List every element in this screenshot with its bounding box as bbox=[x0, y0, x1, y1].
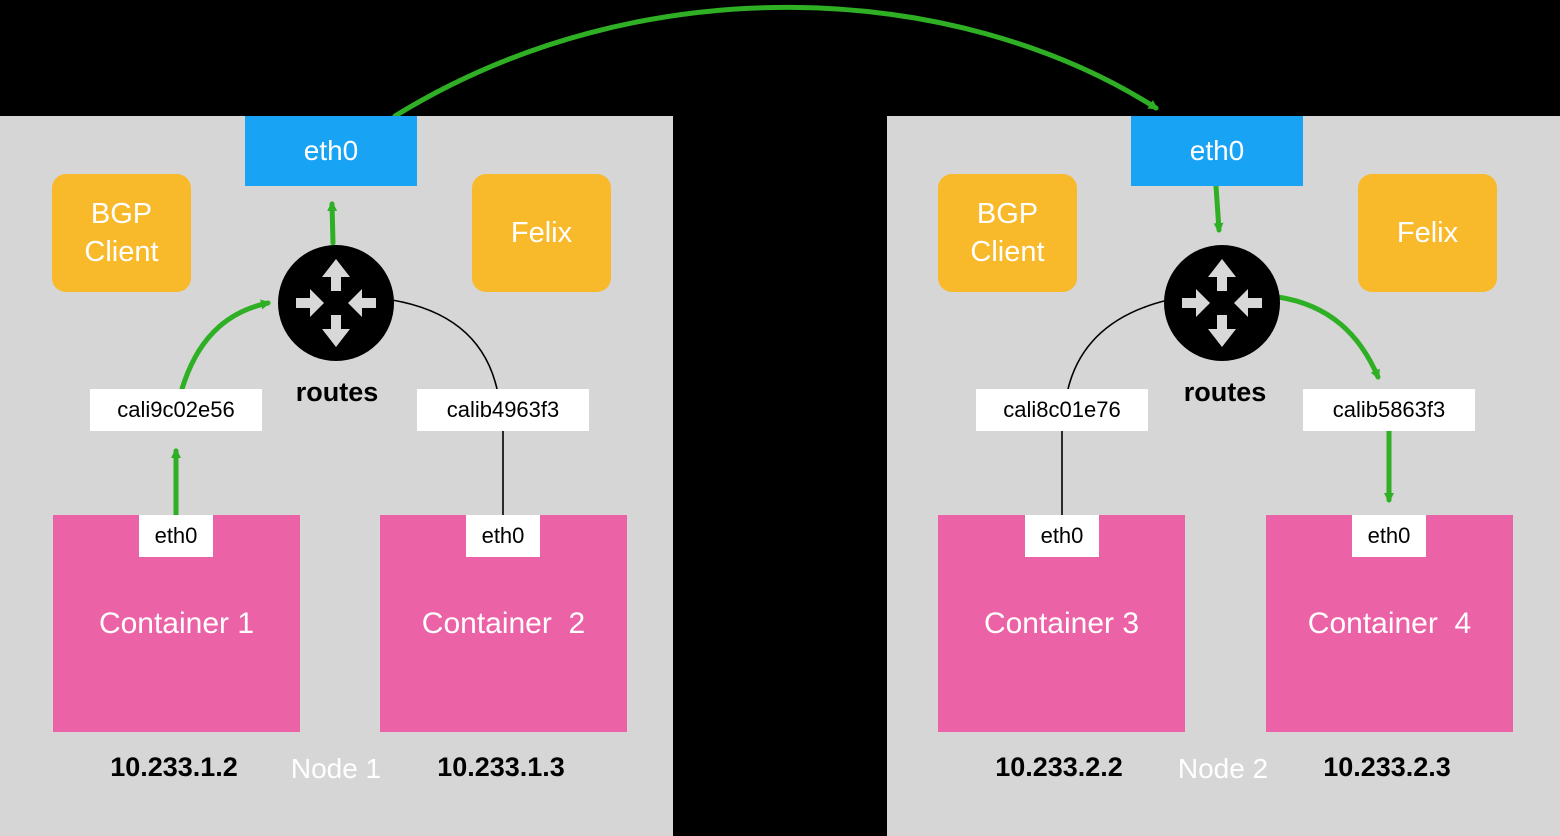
path-router2-to-calib5863f3 bbox=[1275, 294, 1381, 380]
path-node1-eth0-to-node2-eth0 bbox=[392, 4, 1159, 119]
container-1-eth0: eth0 bbox=[139, 515, 213, 557]
path-cali9c02e56-to-router1 bbox=[179, 299, 271, 392]
container-2-name: Container 2 bbox=[421, 606, 586, 640]
container-2-eth0: eth0 bbox=[466, 515, 540, 557]
node1-host-eth0: eth0 bbox=[245, 116, 417, 186]
container-2-ip: 10.233.1.3 bbox=[437, 751, 565, 782]
router-icon bbox=[278, 245, 394, 361]
node2-iface-calib5863f3: calib5863f3 bbox=[1303, 389, 1475, 431]
container-1-name: Container 1 bbox=[98, 606, 255, 640]
container-3-ip: 10.233.2.2 bbox=[995, 751, 1123, 782]
node2-felix: Felix bbox=[1358, 174, 1497, 292]
container-4-eth0: eth0 bbox=[1352, 515, 1426, 557]
node1-routes-label: routes bbox=[295, 376, 379, 407]
container-3-name: Container 3 bbox=[983, 606, 1140, 640]
node1-bgp-client: BGP Client bbox=[52, 174, 191, 292]
node-1-label: Node 1 bbox=[290, 753, 382, 784]
container-1-ip: 10.233.1.2 bbox=[110, 751, 238, 782]
path-node2-eth0-to-router2 bbox=[1213, 183, 1224, 233]
link-router1-calib4963f3 bbox=[391, 299, 498, 390]
node-2-label: Node 2 bbox=[1177, 753, 1269, 784]
container-3-eth0: eth0 bbox=[1025, 515, 1099, 557]
node2-host-eth0: eth0 bbox=[1131, 116, 1303, 186]
container-4-name: Container 4 bbox=[1307, 606, 1472, 640]
node1-iface-cali9c02e56: cali9c02e56 bbox=[90, 389, 262, 431]
path-router1-to-eth0 bbox=[327, 201, 338, 246]
node1-felix: Felix bbox=[472, 174, 611, 292]
container-4-ip: 10.233.2.3 bbox=[1323, 751, 1451, 782]
router-icon bbox=[1164, 245, 1280, 361]
node2-routes-label: routes bbox=[1183, 376, 1267, 407]
node2-iface-cali8c01e76: cali8c01e76 bbox=[976, 389, 1148, 431]
link-router2-cali8c01e76 bbox=[1067, 299, 1169, 390]
node2-bgp-client: BGP Client bbox=[938, 174, 1077, 292]
node1-iface-calib4963f3: calib4963f3 bbox=[417, 389, 589, 431]
